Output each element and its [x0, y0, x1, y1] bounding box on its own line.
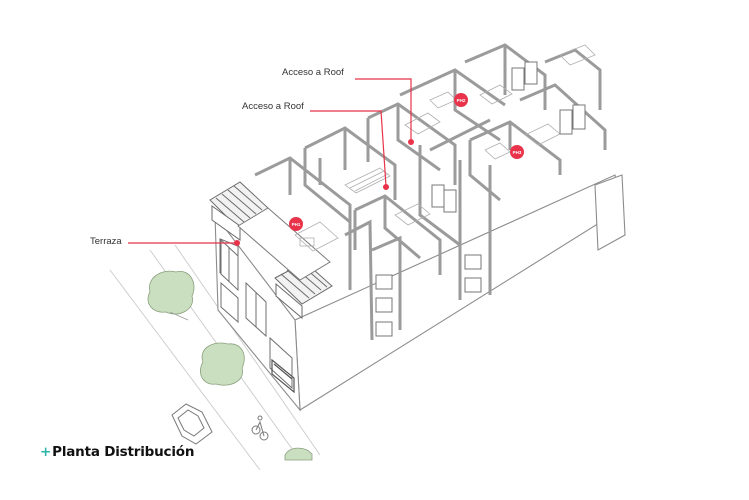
unit-marker-label: PH2 [457, 98, 466, 103]
tree [199, 342, 245, 386]
car [171, 403, 213, 445]
callout-line-roof-access-1 [355, 78, 412, 141]
interior-walls [254, 43, 607, 341]
plan-title: +Planta Distribución [40, 444, 194, 460]
unit-marker-label: PH3 [513, 150, 522, 155]
plus-icon: + [40, 444, 52, 460]
callout-line-roof-access-2 [310, 110, 387, 187]
callout-label-roof-access-1: Acceso a Roof [282, 67, 344, 78]
balconies [271, 358, 295, 394]
tree [147, 270, 195, 321]
facade-windows [219, 238, 293, 390]
cyclist [251, 415, 269, 441]
unit-marker-ph2: PH2 [454, 93, 468, 107]
unit-marker-label: PH1 [292, 222, 301, 227]
tree [284, 447, 313, 461]
plan-title-text: Planta Distribución [52, 444, 195, 460]
unit-marker-ph3: PH3 [510, 145, 524, 159]
facade-openings [375, 61, 586, 337]
callout-lines [128, 78, 412, 244]
callout-dots [234, 139, 414, 246]
callout-dot-roof-access-1 [408, 139, 414, 145]
terrace-deck [237, 207, 331, 281]
unit-marker-ph1: PH1 [289, 217, 303, 231]
callout-label-terrace: Terraza [90, 236, 122, 247]
callout-dot-terrace [234, 240, 240, 246]
interior-details [294, 44, 596, 252]
callout-label-roof-access-2: Acceso a Roof [242, 101, 304, 112]
callout-dot-roof-access-2 [383, 184, 389, 190]
